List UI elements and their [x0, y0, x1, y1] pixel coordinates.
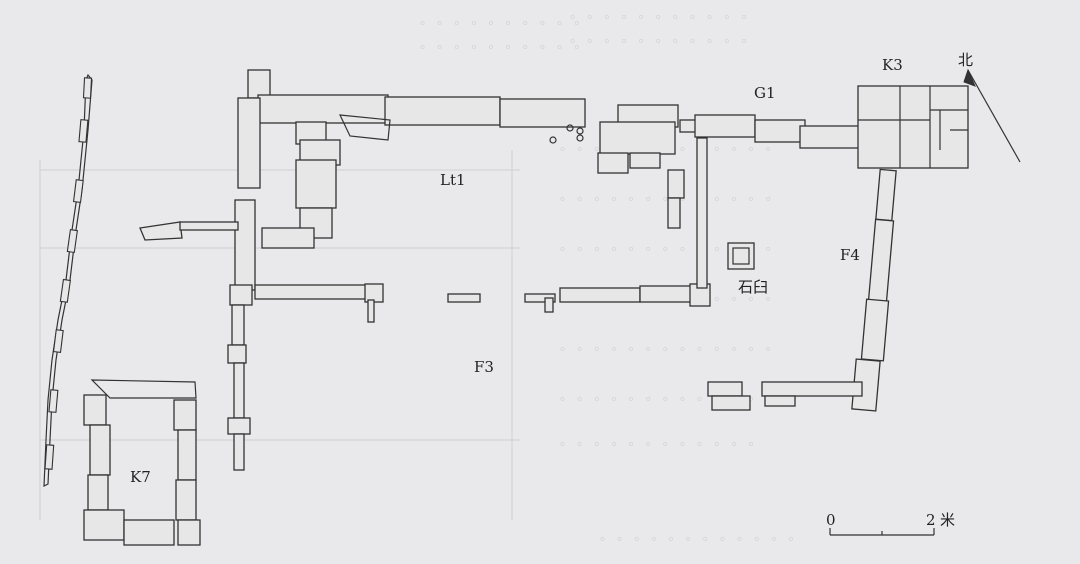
svg-text:。 。 。 。 。 。 。 。 。 。 。: 。 。 。 。 。 。 。 。 。 。 。 — [570, 7, 754, 22]
scale-start: 0 — [826, 511, 836, 529]
g1-wall — [597, 104, 861, 289]
scale-end: 2 — [926, 511, 936, 529]
middle-wall — [254, 283, 711, 323]
label-k3: K3 — [882, 56, 903, 74]
label-lt1: Lt1 — [440, 171, 466, 189]
label-k7: K7 — [130, 468, 151, 486]
svg-text:。 。 。 。 。 。 。 。 。 。: 。 。 。 。 。 。 。 。 。 。 — [420, 37, 587, 52]
north-arrow-head-icon — [963, 68, 976, 87]
label-f3: F3 — [474, 358, 494, 376]
south-wall — [707, 381, 863, 411]
svg-text:。 。 。 。 。 。 。 。 。 。 。 。 。: 。 。 。 。 。 。 。 。 。 。 。 。 。 — [560, 239, 779, 254]
svg-text:。 。 。 。 。 。 。 。 。 。 。 。: 。 。 。 。 。 。 。 。 。 。 。 。 — [600, 529, 801, 544]
svg-text:。 。 。 。 。 。 。 。 。 。 。 。 。: 。 。 。 。 。 。 。 。 。 。 。 。 。 — [560, 339, 779, 354]
background-bleed-through: 。 。 。 。 。 。 。 。 。 。 。 。 。 。 。 。 。 。 。 。 … — [39, 7, 801, 544]
north-label: 北 — [958, 51, 973, 69]
label-g1: G1 — [754, 84, 776, 102]
k7-structure — [83, 379, 201, 546]
structure-labels: K3 G1 Lt1 F3 F4 K7 石臼 — [130, 56, 903, 486]
f4-wall — [851, 168, 897, 412]
svg-text:。 。 。 。 。 。 。 。 。 。 。 。: 。 。 。 。 。 。 。 。 。 。 。 。 — [560, 434, 761, 449]
scale-unit: 米 — [940, 511, 955, 529]
k3-structure — [857, 85, 969, 169]
scale-bar: 0 2 米 — [826, 511, 955, 536]
far-left-wall — [43, 73, 93, 487]
label-stone-mortar: 石臼 — [738, 278, 768, 296]
svg-text:。 。 。 。 。 。 。 。 。 。 。: 。 。 。 。 。 。 。 。 。 。 。 — [570, 31, 754, 46]
left-long-wall — [139, 97, 261, 471]
lt1-inner-features — [261, 159, 337, 249]
north-wall — [247, 69, 586, 166]
stone-mortar-symbol — [727, 242, 755, 270]
svg-text:。 。 。 。 。 。 。 。 。 。: 。 。 。 。 。 。 。 。 。 。 — [420, 13, 587, 28]
label-f4: F4 — [840, 246, 860, 264]
north-arrow: 北 — [958, 51, 1021, 163]
